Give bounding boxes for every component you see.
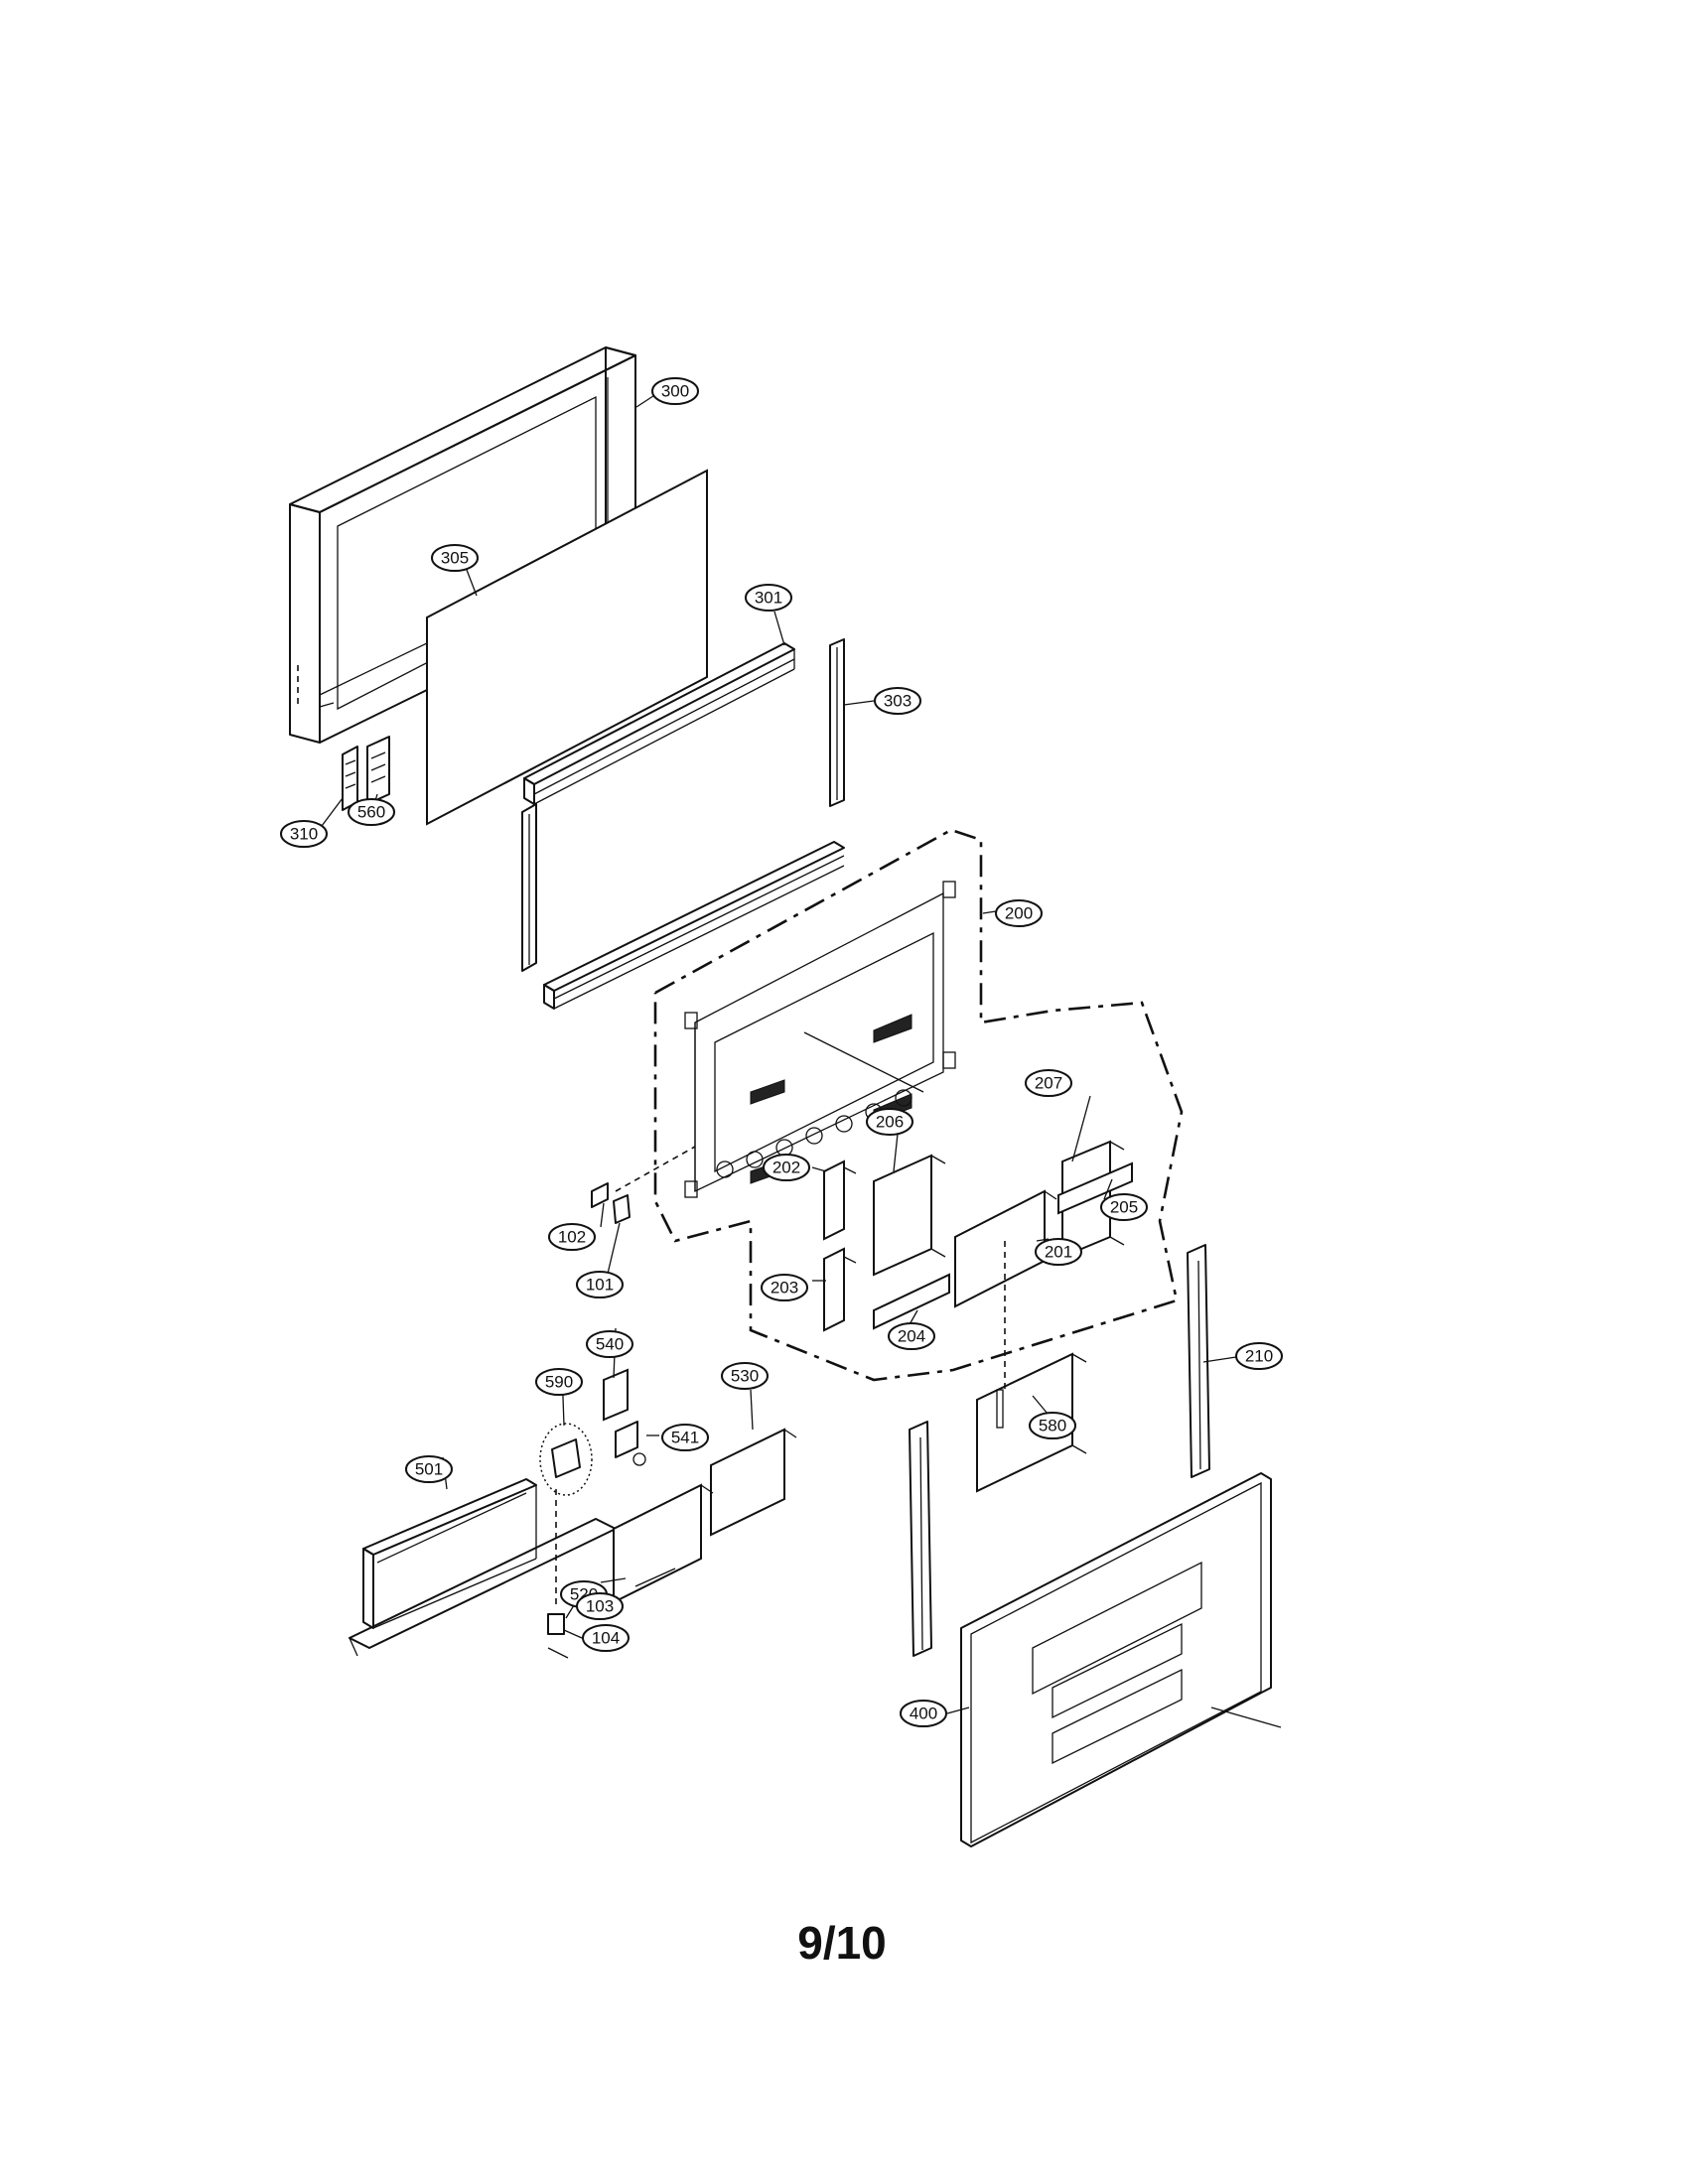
part-210-stand-brackets [909, 1244, 1210, 1657]
callout-530-label: 530 [731, 1367, 759, 1386]
callout-104: 104 [582, 1624, 630, 1652]
callout-590-label: 590 [545, 1373, 573, 1392]
part-101-102-switch [591, 1146, 696, 1224]
callout-541: 541 [661, 1424, 709, 1451]
part-103-104-sensor [547, 1489, 569, 1659]
callout-540: 540 [586, 1330, 633, 1358]
callout-205: 205 [1100, 1193, 1148, 1221]
callout-501: 501 [405, 1455, 453, 1483]
callout-103: 103 [576, 1592, 624, 1620]
callout-204-label: 204 [898, 1327, 925, 1346]
callout-400: 400 [900, 1700, 947, 1727]
callout-210-label: 210 [1245, 1347, 1273, 1366]
part-540-541-590-boards [539, 1368, 646, 1496]
callout-300: 300 [651, 377, 699, 405]
callout-102: 102 [548, 1223, 596, 1251]
callout-303-label: 303 [884, 692, 912, 711]
callout-540-label: 540 [596, 1335, 624, 1354]
callout-305-label: 305 [441, 549, 469, 568]
callout-203: 203 [761, 1274, 808, 1301]
callout-210: 210 [1235, 1342, 1283, 1370]
callout-204: 204 [888, 1322, 935, 1350]
callout-541-label: 541 [671, 1429, 699, 1447]
callout-200: 200 [995, 899, 1043, 927]
callout-310: 310 [280, 820, 328, 848]
callout-400-label: 400 [910, 1705, 937, 1723]
callout-202: 202 [763, 1154, 810, 1181]
callout-101: 101 [576, 1271, 624, 1298]
part-400-back-cover [960, 1472, 1282, 1847]
callout-200-label: 200 [1005, 904, 1033, 923]
callout-580-label: 580 [1039, 1417, 1066, 1435]
callout-203-label: 203 [771, 1279, 798, 1297]
callout-530: 530 [721, 1362, 769, 1390]
part-301-303-rails [521, 638, 845, 1010]
callout-206: 206 [866, 1108, 913, 1136]
part-520-530-boards [613, 1428, 797, 1604]
part-501-control-bar [349, 1478, 617, 1657]
callout-580: 580 [1029, 1412, 1076, 1439]
callout-305: 305 [431, 544, 479, 572]
callout-590: 590 [535, 1368, 583, 1396]
callout-560: 560 [348, 798, 395, 826]
callout-201-label: 201 [1045, 1243, 1072, 1262]
callout-300-label: 300 [661, 382, 689, 401]
callout-103-label: 103 [586, 1597, 614, 1616]
callout-205-label: 205 [1110, 1198, 1138, 1217]
callout-301-label: 301 [755, 589, 782, 608]
callout-201: 201 [1035, 1238, 1082, 1266]
page-number: 9/10 [797, 1917, 887, 1969]
part-boards-201-207 [823, 1140, 1133, 1493]
callout-207-label: 207 [1035, 1074, 1062, 1093]
callout-310-label: 310 [290, 825, 318, 844]
callout-101-label: 101 [586, 1276, 614, 1295]
callout-560-label: 560 [357, 803, 385, 822]
callout-303: 303 [874, 687, 921, 715]
callout-206-label: 206 [876, 1113, 904, 1132]
callout-301: 301 [745, 584, 792, 612]
callout-202-label: 202 [772, 1159, 800, 1177]
callout-207: 207 [1025, 1069, 1072, 1097]
callout-104-label: 104 [592, 1629, 620, 1648]
callout-501-label: 501 [415, 1460, 443, 1479]
callout-102-label: 102 [558, 1228, 586, 1247]
part-305-glass [426, 469, 708, 826]
